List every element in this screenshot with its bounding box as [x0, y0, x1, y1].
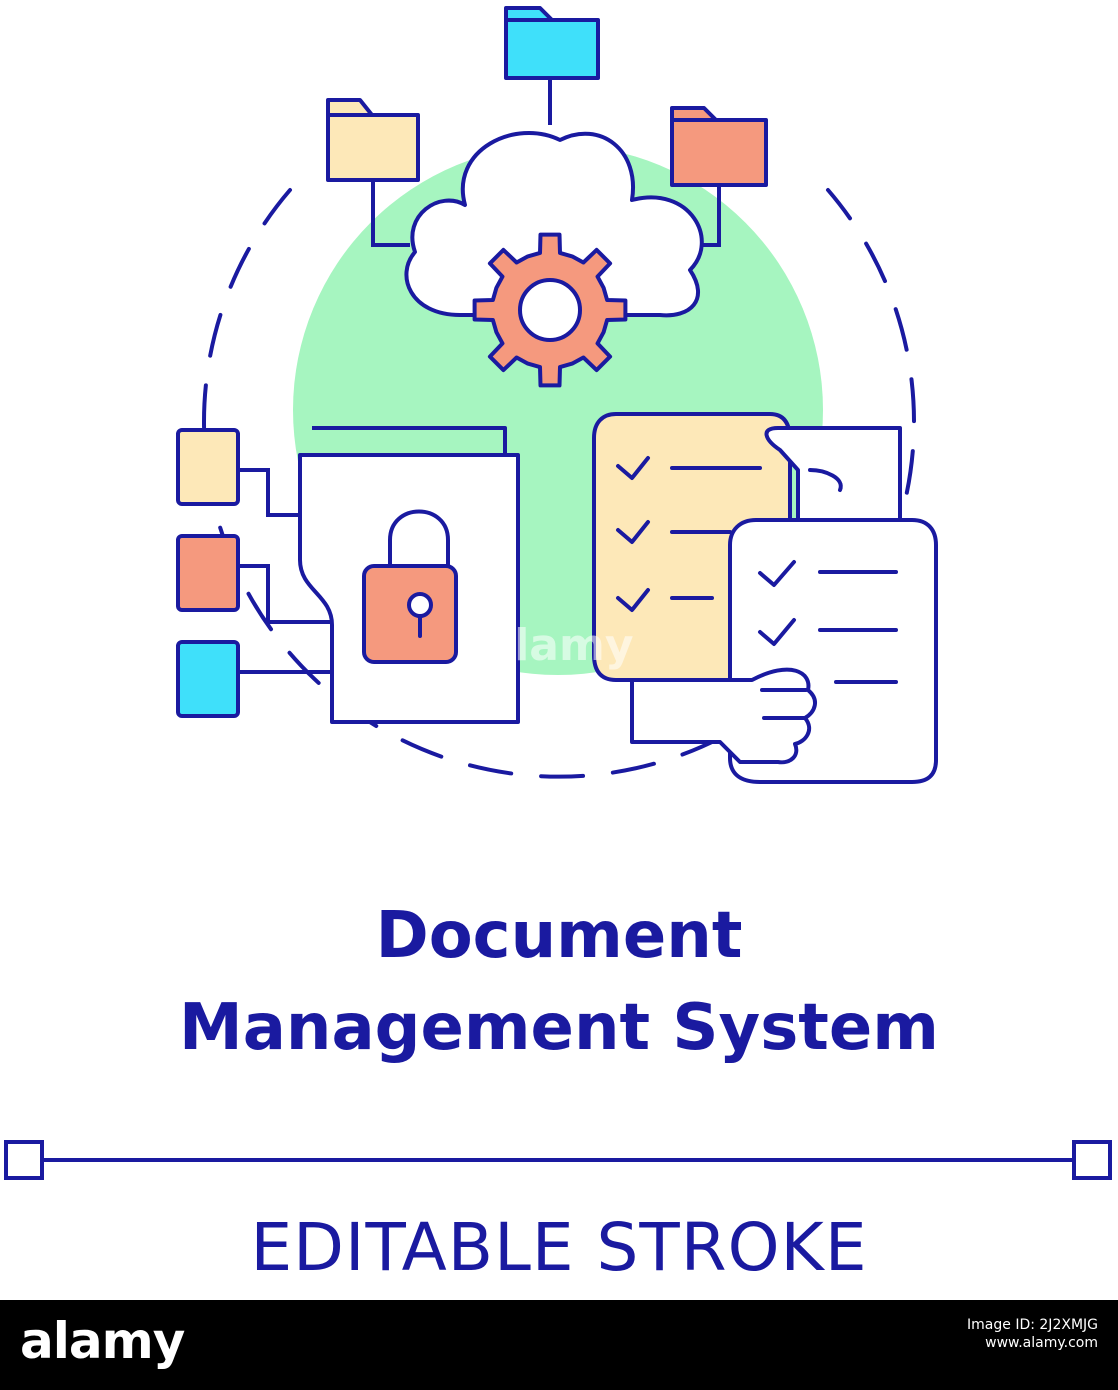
- block-icon: [176, 428, 240, 506]
- document-management-illustration: alamy: [176, 6, 938, 784]
- brand-logo: alamy: [20, 1312, 185, 1370]
- folder-icon: [504, 6, 600, 80]
- folder-icon: [670, 106, 768, 187]
- title-line-2: Management System: [179, 991, 939, 1065]
- site-url: www.alamy.com: [985, 1335, 1098, 1351]
- block-icon: [176, 534, 240, 612]
- gear-icon: [472, 232, 628, 388]
- block-icon: [176, 640, 240, 718]
- cloud-icon: [404, 130, 704, 318]
- image-id-label: Image ID: 2J2XMJG: [967, 1317, 1098, 1333]
- watermark-overlay: alamy: [485, 620, 634, 671]
- editable-stroke-label: EDITABLE STROKE: [250, 1209, 868, 1286]
- editable-stroke-rule: [4, 1140, 1112, 1180]
- padlock-icon: [362, 509, 458, 664]
- cloud-connectors: [371, 78, 721, 247]
- folder-icon: [326, 98, 420, 182]
- footer-bar: [0, 1300, 1118, 1390]
- title-line-1: Document: [375, 899, 743, 973]
- hand-icon: [630, 667, 817, 765]
- image-id-block: Image ID: 2J2XMJG www.alamy.com: [967, 1316, 1098, 1352]
- structure-connectors: [238, 468, 330, 674]
